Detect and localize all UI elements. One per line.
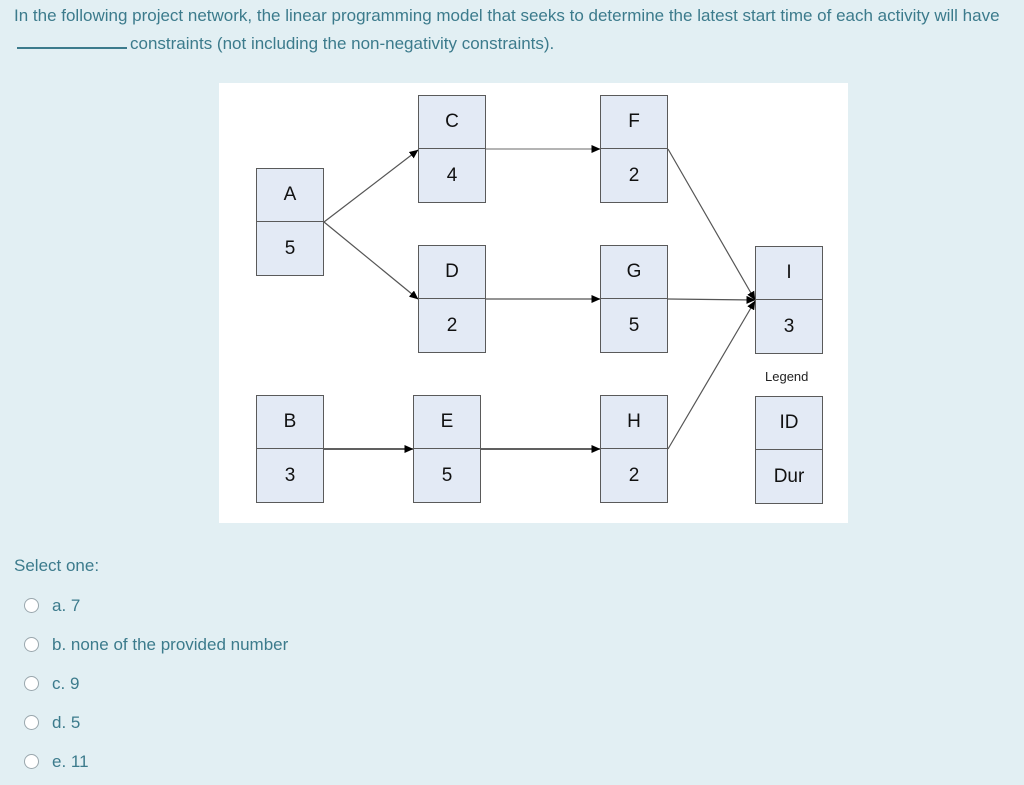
edge-h-i — [667, 300, 756, 450]
radio-icon-e[interactable] — [24, 754, 39, 769]
radio-icon-d[interactable] — [24, 715, 39, 730]
radio-icon-a[interactable] — [24, 598, 39, 613]
legend-node: ID Dur — [755, 396, 823, 504]
network-node-a[interactable]: A 5 — [256, 168, 324, 276]
network-node-c[interactable]: C 4 — [418, 95, 486, 203]
project-network-diagram: A 5 C 4 D 2 F 2 G 5 I 3 B 3 E 5 H 2 Lege… — [219, 83, 848, 523]
network-node-h[interactable]: H 2 — [600, 395, 668, 503]
edge-a-d — [323, 221, 419, 300]
answer-option-a[interactable]: a. 7 — [14, 586, 714, 625]
network-edges-layer — [323, 145, 756, 453]
question-text-after-blank: constraints (not including the non-negat… — [130, 34, 555, 53]
edge-a-c — [323, 149, 419, 223]
node-f-dur: 2 — [628, 164, 640, 186]
question-stem: In the following project network, the li… — [14, 2, 1014, 58]
answer-label-a: a. 7 — [52, 595, 81, 615]
node-e-dur: 5 — [441, 464, 453, 486]
node-i-id: I — [756, 247, 822, 300]
legend-title: Legend — [765, 369, 809, 384]
answers-section: Select one: a. 7 b. none of the provided… — [14, 556, 714, 781]
node-g-dur: 5 — [628, 314, 640, 336]
node-a-dur: 5 — [284, 237, 296, 259]
node-e-id: E — [414, 396, 480, 449]
edge-f-i — [667, 148, 756, 301]
radio-icon-b[interactable] — [24, 637, 39, 652]
answer-option-e[interactable]: e. 11 — [14, 742, 714, 781]
select-one-label: Select one: — [14, 556, 100, 575]
network-node-g[interactable]: G 5 — [600, 245, 668, 353]
answer-option-c[interactable]: c. 9 — [14, 664, 714, 703]
network-node-f[interactable]: F 2 — [600, 95, 668, 203]
node-c-dur: 4 — [446, 164, 458, 186]
network-node-b[interactable]: B 3 — [256, 395, 324, 503]
node-h-dur: 2 — [628, 464, 640, 486]
answer-option-b[interactable]: b. none of the provided number — [14, 625, 714, 664]
question-text-before-blank: In the following project network, the li… — [14, 6, 1000, 25]
answer-blank — [17, 47, 127, 49]
node-i-dur: 3 — [783, 315, 795, 337]
node-h-id: H — [601, 396, 667, 449]
node-d-id: D — [419, 246, 485, 299]
answer-label-c: c. 9 — [52, 673, 80, 693]
answer-label-e: e. 11 — [52, 751, 89, 771]
node-b-dur: 3 — [284, 464, 296, 486]
network-node-i[interactable]: I 3 — [755, 246, 823, 354]
node-f-id: F — [601, 96, 667, 149]
node-c-id: C — [419, 96, 485, 149]
node-g-id: G — [601, 246, 667, 299]
network-node-d[interactable]: D 2 — [418, 245, 486, 353]
radio-icon-c[interactable] — [24, 676, 39, 691]
answer-option-d[interactable]: d. 5 — [14, 703, 714, 742]
node-d-dur: 2 — [446, 314, 458, 336]
answer-label-d: d. 5 — [52, 712, 81, 732]
edge-g-i — [667, 295, 756, 304]
node-a-id: A — [257, 169, 323, 222]
legend-id-label: ID — [756, 397, 822, 450]
legend-dur-label: Dur — [773, 465, 805, 487]
network-node-e[interactable]: E 5 — [413, 395, 481, 503]
answer-label-b: b. none of the provided number — [52, 634, 289, 654]
node-b-id: B — [257, 396, 323, 449]
